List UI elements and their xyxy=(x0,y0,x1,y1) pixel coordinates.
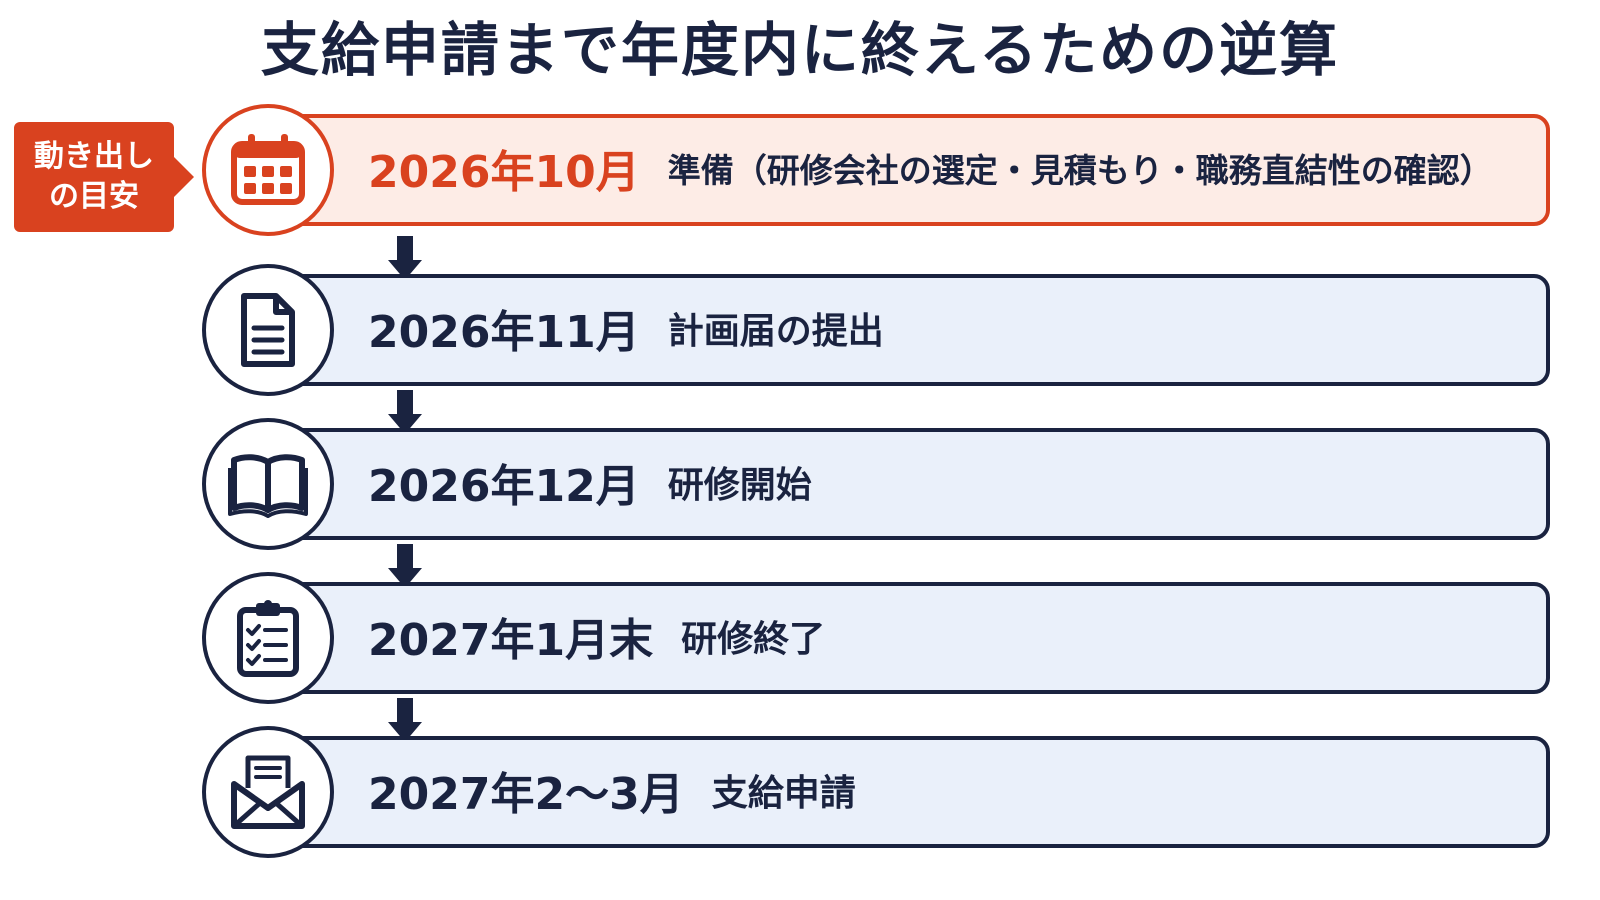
step-bar xyxy=(282,582,1550,694)
step-text: 2026年12月 研修開始 xyxy=(368,446,812,518)
step-icon-circle xyxy=(202,264,334,396)
envelope-letter-icon xyxy=(231,755,305,829)
step-label: 準備（研修会社の選定・見積もり・職務直結性の確認） xyxy=(667,151,1493,190)
checklist-clipboard-icon xyxy=(237,600,299,677)
step-icon-circle xyxy=(202,726,334,858)
step-icon-circle xyxy=(202,572,334,704)
step-label: 研修開始 xyxy=(667,465,812,506)
timeline-step-preparation: 2026年10月 準備（研修会社の選定・見積もり・職務直結性の確認） xyxy=(202,104,1550,244)
step-text: 2027年2〜3月 支給申請 xyxy=(368,754,856,826)
step-bar xyxy=(282,114,1550,226)
badge-line-2: の目安 xyxy=(49,179,139,214)
step-bar xyxy=(282,274,1550,386)
open-book-icon xyxy=(228,454,308,518)
timeline-step-training-start: 2026年12月 研修開始 xyxy=(202,418,1550,558)
step-label: 計画届の提出 xyxy=(667,311,884,352)
timeline-step-training-end: 2027年1月末 研修終了 xyxy=(202,572,1550,712)
timeline-step-plan-submission: 2026年11月 計画届の提出 xyxy=(202,264,1550,404)
badge-line-1: 動き出し xyxy=(34,139,154,174)
step-icon-circle xyxy=(202,418,334,550)
step-label: 研修終了 xyxy=(681,619,826,660)
step-date: 2026年10月 xyxy=(368,147,640,198)
page-title: 支給申請まで年度内に終えるための逆算 xyxy=(260,16,1340,84)
step-date: 2027年1月末 xyxy=(368,615,654,666)
calendar-icon xyxy=(231,134,305,205)
step-date: 2026年11月 xyxy=(368,307,640,358)
step-date: 2026年12月 xyxy=(368,461,640,512)
step-text: 2026年10月 準備（研修会社の選定・見積もり・職務直結性の確認） xyxy=(368,132,1493,204)
step-date: 2027年2〜3月 xyxy=(368,769,684,820)
step-bar xyxy=(282,428,1550,540)
step-text: 2026年11月 計画届の提出 xyxy=(368,292,884,364)
step-text: 2027年1月末 研修終了 xyxy=(368,600,825,672)
step-icon-circle xyxy=(202,104,334,236)
step-label: 支給申請 xyxy=(711,773,856,814)
step-bar xyxy=(282,736,1550,848)
timeline-step-payment-application: 2027年2〜3月 支給申請 xyxy=(202,726,1550,866)
document-icon xyxy=(241,293,295,367)
start-guide-badge: 動き出し の目安 xyxy=(14,122,194,232)
